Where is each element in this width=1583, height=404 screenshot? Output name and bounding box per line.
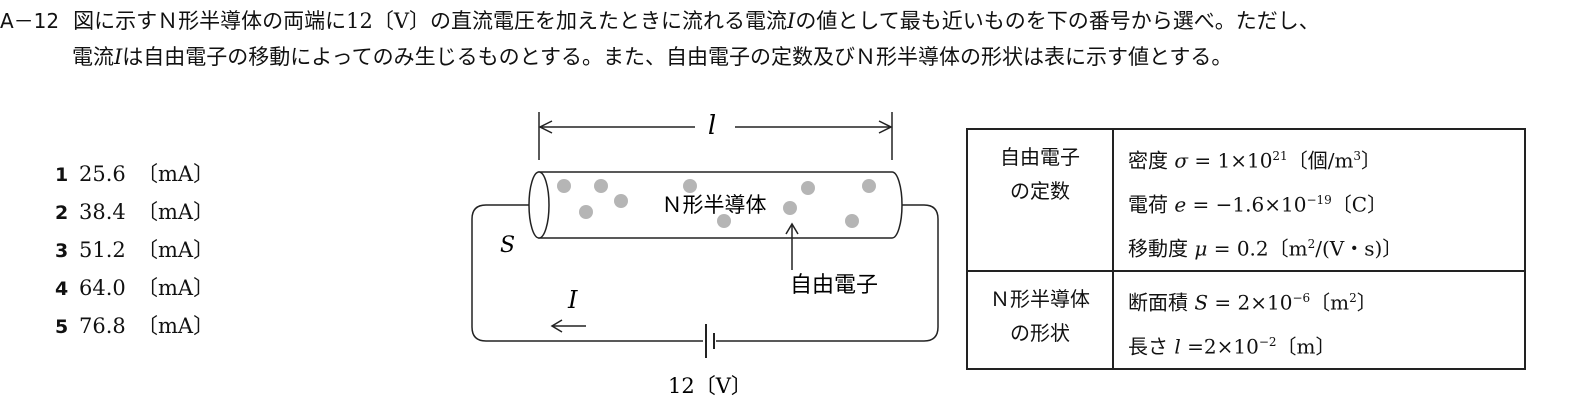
- electron: [594, 179, 608, 193]
- charge-row: 電荷 e = −1.6×10−19〔C〕: [1128, 192, 1388, 217]
- density-row: 密度 σ = 1×1021〔個/m3〕: [1128, 148, 1382, 173]
- electron: [783, 201, 797, 215]
- constants-table: 自由電子 の定数 密度 σ = 1×1021〔個/m3〕 電荷 e = −1.6…: [966, 128, 1526, 370]
- electron: [801, 181, 815, 195]
- area-label: S: [500, 233, 515, 258]
- current-label: I: [567, 286, 578, 314]
- question-number: A－12: [0, 9, 60, 33]
- length-row: 長さ l =2×10−2〔m〕: [1128, 334, 1336, 359]
- electron: [717, 214, 731, 228]
- question-text-d: は自由電子の移動によってのみ生じるものとする。また、自由電子の定数及びＮ形半導体…: [122, 45, 1233, 69]
- voltage-label: 12〔V〕: [668, 374, 752, 398]
- free-electrons: [557, 179, 876, 228]
- length-label: l: [708, 111, 716, 141]
- wire-right: [716, 204, 939, 342]
- electron: [557, 179, 571, 193]
- semiconductor-label: Ｎ形半導体: [662, 193, 767, 217]
- electron: [683, 179, 697, 193]
- electron: [614, 194, 628, 208]
- electron: [845, 214, 859, 228]
- area-row: 断面積 S = 2×10−6〔m2〕: [1128, 290, 1377, 315]
- electron: [862, 179, 876, 193]
- row-head-electron-constants: 自由電子 の定数: [966, 128, 1114, 272]
- question-text-a: 図に示すＮ形半導体の両端に12〔V〕の直流電圧を加えたときに流れる電流: [73, 9, 788, 33]
- cross-section-face: [528, 171, 550, 239]
- question-line-1: A－12 図に示すＮ形半導体の両端に12〔V〕の直流電圧を加えたときに流れる電流I…: [0, 6, 1320, 36]
- shape-values: 断面積 S = 2×10−6〔m2〕 長さ l =2×10−2〔m〕: [1112, 270, 1526, 370]
- wire-left: [471, 204, 703, 342]
- electron: [579, 205, 593, 219]
- mobility-row: 移動度 μ = 0.2〔m2/(V・s)〕: [1128, 236, 1403, 261]
- question-line-2: 電流Iは自由電子の移動によってのみ生じるものとする。また、自由電子の定数及びＮ形…: [72, 42, 1232, 72]
- row-head-shape: Ｎ形半導体 の形状: [966, 270, 1114, 370]
- electron-label: 自由電子: [790, 273, 878, 298]
- question-text-b: の値として最も近いものを下の番号から選べ。ただし、: [795, 9, 1320, 33]
- question-text-c: 電流: [72, 45, 114, 69]
- electron-constants: 密度 σ = 1×1021〔個/m3〕 電荷 e = −1.6×10−19〔C〕…: [1112, 128, 1526, 272]
- circuit-diagram: l Ｎ形半導体 自由電子 S 12〔V〕 I: [471, 111, 939, 398]
- current-symbol: I: [787, 9, 796, 33]
- current-symbol-2: I: [114, 45, 123, 69]
